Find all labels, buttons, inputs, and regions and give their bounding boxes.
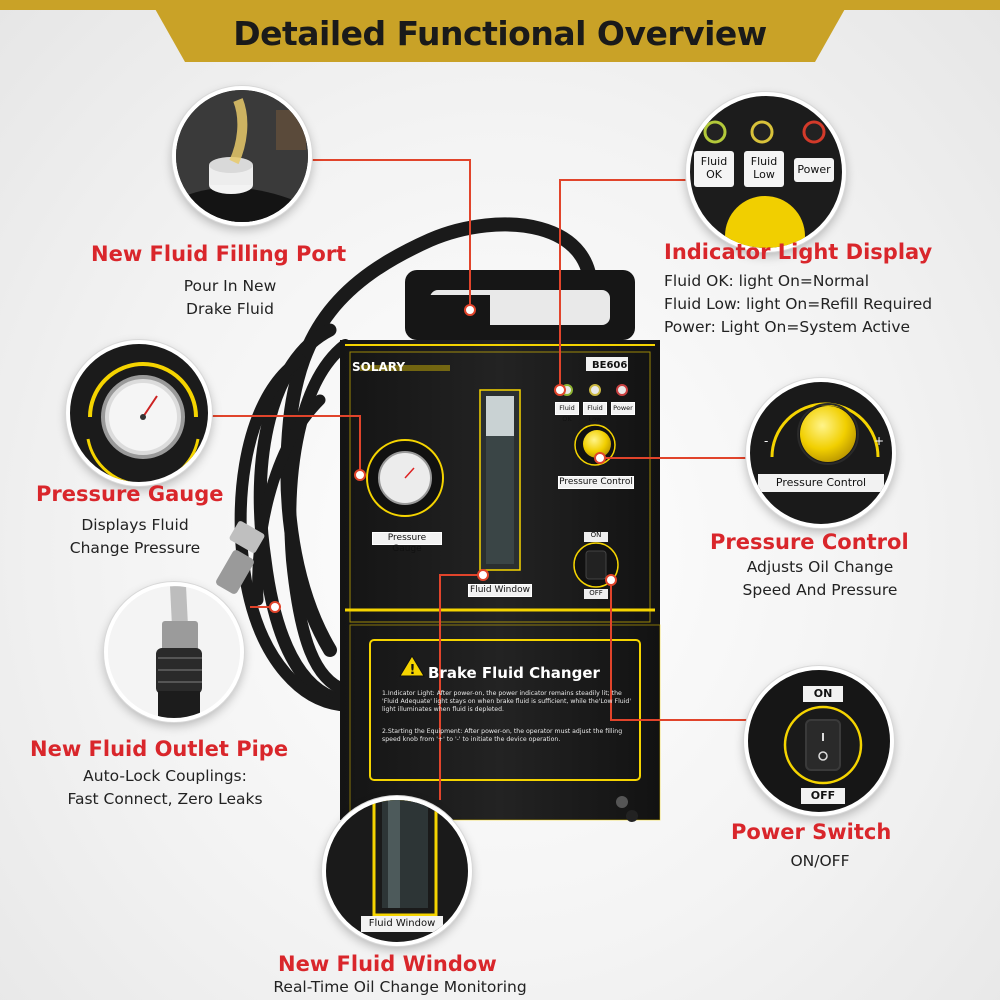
callout-outlet-pipe-title: New Fluid Outlet Pipe xyxy=(30,737,289,761)
callout-filling-port-title: New Fluid Filling Port xyxy=(91,242,347,266)
indicator-zoom-illustration xyxy=(703,120,826,248)
callout-filling-port-desc-1: Pour In New xyxy=(183,277,277,295)
callout-indicator-title: Indicator Light Display xyxy=(664,240,933,264)
zoom-indicator-lights: Fluid OK Fluid Low Power xyxy=(686,92,846,252)
callout-indicator-line-2: Fluid Low: light On=Refill Required xyxy=(664,295,933,313)
callout-gauge-title: Pressure Gauge xyxy=(36,482,224,506)
switch-zoom-illustration xyxy=(783,705,863,785)
zoom-switch-on: ON xyxy=(803,686,843,702)
zoom-fluid-low-label: Fluid Low xyxy=(744,151,784,187)
callout-power-switch-desc: ON/OFF xyxy=(790,852,850,870)
callout-filling-port-desc-2: Drake Fluid xyxy=(186,300,274,318)
zoom-pressure-control-label: Pressure Control xyxy=(758,474,884,492)
zoom-filling-port xyxy=(172,86,312,226)
info-card-title: Brake Fluid Changer xyxy=(428,664,600,682)
zoom-pressure-control: - + Pressure Control xyxy=(746,378,896,528)
callout-outlet-pipe-desc-1: Auto-Lock Couplings: xyxy=(83,767,247,785)
callout-outlet-pipe-desc-2: Fast Connect, Zero Leaks xyxy=(67,790,263,808)
hose xyxy=(234,217,598,711)
callout-power-switch-title: Power Switch xyxy=(731,820,892,844)
panel-fluid-window-label: Fluid Window xyxy=(468,584,532,597)
zoom-power-switch: ON OFF xyxy=(744,666,894,816)
connector-lines xyxy=(200,159,748,800)
callout-pressure-control-title: Pressure Control xyxy=(710,530,909,554)
panel-indicator-fluid-ok: Fluid OK xyxy=(555,402,579,423)
knob-plus-label: + xyxy=(874,434,885,448)
panel-switch-off: OFF xyxy=(589,589,603,597)
zoom-power-label: Power xyxy=(794,158,834,182)
panel-switch-on: ON xyxy=(590,531,602,539)
zoom-fluid-window-label: Fluid Window xyxy=(361,916,443,932)
callout-fluid-window-desc: Real-Time Oil Change Monitoring xyxy=(273,978,527,996)
callout-pressure-control-desc-1: Adjusts Oil Change xyxy=(746,558,894,576)
knob-zoom-illustration xyxy=(770,402,880,465)
callout-indicator-line-1: Fluid OK: light On=Normal xyxy=(664,272,870,290)
panel-indicator-power: Power xyxy=(611,402,635,415)
fluid-window-zoom-illustration xyxy=(372,800,438,917)
callout-fluid-window-title: New Fluid Window xyxy=(278,952,497,976)
zoom-fluid-ok-label: Fluid OK xyxy=(694,151,734,187)
panel-pressure-gauge-label: Pressure Gauge xyxy=(372,532,442,554)
gauge-zoom-illustration xyxy=(86,362,200,482)
model-label: BE606 xyxy=(592,360,627,371)
zoom-switch-off: OFF xyxy=(801,788,845,804)
brand-logo: SOLARY xyxy=(352,360,405,374)
outlet-pipe-illustration xyxy=(108,586,240,718)
callout-gauge-desc-2: Change Pressure xyxy=(69,539,201,557)
panel-indicator-fluid-low: Fluid Low xyxy=(583,402,607,423)
info-card-text-2: 2.Starting the Equipment: After power-on… xyxy=(382,728,623,743)
page-title: Detailed Functional Overview xyxy=(233,14,767,53)
zoom-fluid-window: Fluid Window xyxy=(322,796,472,946)
knob-minus-label: - xyxy=(764,434,769,448)
panel-pressure-control-label: Pressure Control xyxy=(558,476,634,489)
zoom-outlet-pipe xyxy=(104,582,244,722)
header-banner: Detailed Functional Overview xyxy=(0,0,1000,70)
banner-background xyxy=(0,0,1000,62)
callout-gauge-desc-1: Displays Fluid xyxy=(81,516,189,534)
zoom-pressure-gauge xyxy=(66,340,212,486)
svg-text:!: ! xyxy=(410,663,416,678)
callout-pressure-control-desc-2: Speed And Pressure xyxy=(742,581,898,599)
info-card-text-1: 1.Indicator Light: After power-on, the p… xyxy=(382,690,632,713)
callout-indicator-line-3: Power: Light On=System Active xyxy=(664,318,911,336)
